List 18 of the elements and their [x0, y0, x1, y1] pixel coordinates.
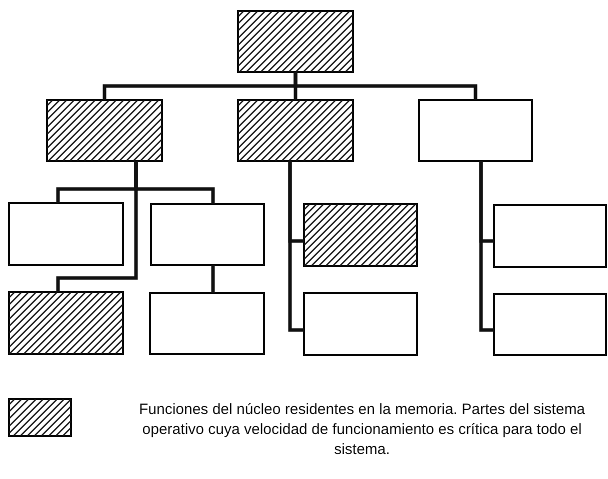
hatched-box: [237, 10, 354, 73]
connector-line: [479, 162, 493, 332]
empty-box: [150, 203, 265, 266]
empty-box: [8, 202, 124, 266]
hatched-box: [8, 291, 124, 355]
empty-box: [493, 293, 607, 356]
empty-box: [149, 292, 265, 355]
hatched-box: [303, 203, 418, 267]
connector-line: [211, 266, 215, 292]
legend-text: Funciones del núcleo residentes en la memoria. Partes del sistema operativo cuya velocidad de funcionamiento es crítica para todo el sistema.: [138, 400, 586, 460]
hatched-box: [237, 99, 354, 162]
connector-line: [294, 73, 478, 99]
connector-line: [56, 162, 138, 291]
empty-box: [303, 292, 418, 356]
empty-box: [418, 99, 533, 162]
connector-line: [288, 162, 303, 332]
empty-box: [493, 204, 607, 268]
hatched-box: [46, 99, 163, 162]
